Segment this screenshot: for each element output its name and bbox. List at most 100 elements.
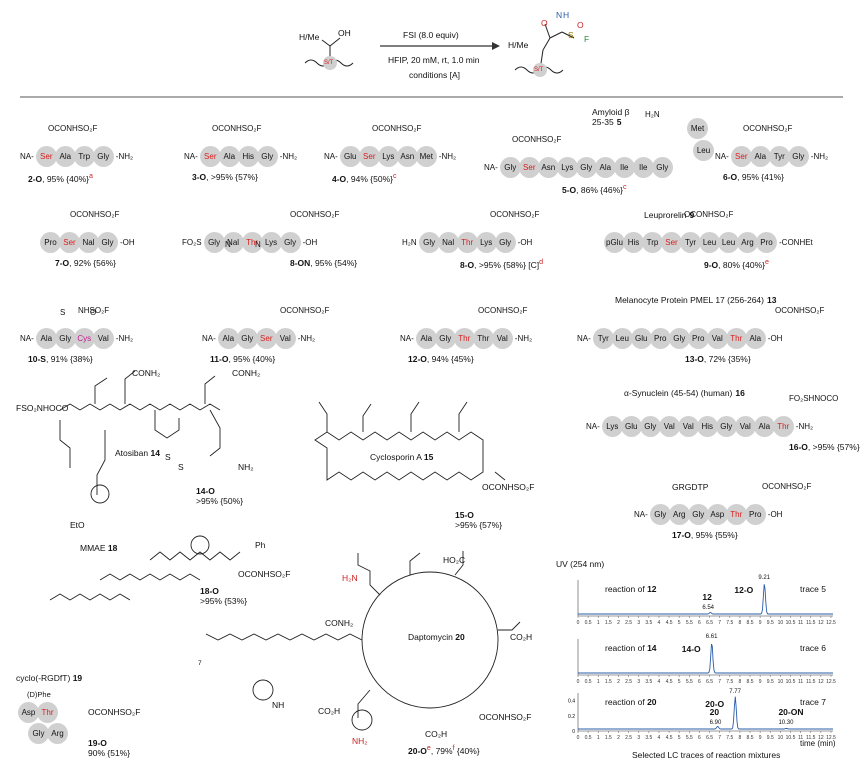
aa-bead: Met (415, 146, 437, 167)
atosiban-label-fso2: FSO₂NHOCO (16, 403, 69, 413)
side-chain-label: OCONHSO₂F (372, 124, 422, 133)
n-cap: NA- (715, 152, 729, 161)
side-chain-label: OCONHSO₂F (512, 135, 562, 144)
footnote: a (88, 172, 93, 180)
lc-xtick-label: 4.5 (666, 735, 673, 741)
side-chain-label: OCONHSO₂F (775, 306, 825, 315)
aa-bead: Pro (649, 328, 671, 349)
aa-bead: Thr (37, 702, 58, 723)
compound-id: 4-O (332, 173, 347, 184)
cyclo-name: cyclo(-RGDfT) 19 (16, 673, 83, 683)
product (514, 23, 575, 74)
lc-trace-id: trace 5 (800, 584, 826, 594)
start-residue-ball (323, 56, 337, 70)
dapto-result: 20-Oe, 79%f {40%} (408, 744, 480, 756)
aa-bead: Gly (649, 504, 671, 525)
title-text: α-Synuclein (45-54) (human) (624, 388, 733, 398)
lc-xtick-label: 12.5 (826, 679, 836, 685)
yield: , 95% {41%} (737, 172, 784, 182)
product-atom-s: S (568, 30, 574, 40)
compound-id: 13-O (685, 354, 704, 364)
lc-xtick-label: 4.5 (666, 620, 673, 626)
lc-xtick-label: 10.5 (786, 679, 796, 685)
lc-trace-label: reaction of 14 (605, 643, 657, 653)
aa-bead: Lys (475, 232, 497, 253)
n-cap: NA- (202, 334, 216, 343)
aa-bead: Gly (236, 328, 258, 349)
aa-bead: Gly (787, 146, 809, 167)
aa-bead: Ala (217, 328, 239, 349)
result-label: 2-O, 95% {40%}a (28, 172, 93, 184)
title-number: 13 (767, 295, 777, 305)
compound-id: 9-O (704, 259, 719, 270)
aa-bead: Lys (260, 232, 282, 253)
result-label: 16-O, >95% {57%} (789, 442, 860, 452)
aa-bead: Pro (687, 328, 709, 349)
result-label: 7-O, 92% {56%} (55, 258, 116, 268)
aa-bead: His (237, 146, 259, 167)
c-terminus: -OH (767, 334, 783, 343)
side-chain-label: OCONHSO₂F (478, 306, 528, 315)
lc-xtick-label: 7.5 (726, 620, 733, 626)
lc-xtick-label: 9.5 (767, 620, 774, 626)
atosiban-label-nh2: NH₂ (238, 462, 254, 472)
dapto-name: Daptomycin 20 (408, 632, 465, 642)
lc-xtick-label: 10.5 (786, 735, 796, 741)
cyclo-dphe: (D)Phe (27, 690, 51, 699)
yield: , 94% {50%} (346, 173, 393, 184)
result-label: 12-O, 94% {45%} (408, 354, 474, 364)
aa-bead: Lys (601, 416, 623, 437)
lc-xtick-label: 11.5 (806, 735, 816, 741)
lc-xtick-label: 5.5 (686, 679, 693, 685)
n-cap: NA- (20, 152, 34, 161)
c-terminus: -OH (517, 238, 533, 247)
lc-trace-line (578, 696, 833, 730)
side-chain-label: OCONHSO₂F (762, 482, 812, 491)
aa-bead: Gly (203, 232, 225, 253)
conditions: HFIP, 20 mM, rt, 1.0 min (388, 55, 480, 65)
yield: , >95% {58%} [C] (474, 259, 540, 270)
lc-label-num: 14 (647, 643, 657, 653)
lc-peak-time: 9.21 (758, 575, 771, 582)
aa-bead: Ala (749, 146, 771, 167)
c-terminus: -NH₂ (297, 334, 316, 343)
c-terminus: -NH₂ (514, 334, 533, 343)
side-chain-label: FO₂SHNOCO (789, 394, 839, 403)
aa-bead: His (623, 232, 644, 253)
lc-xtick-label: 2.5 (625, 620, 632, 626)
atosiban-label-s2: S (178, 462, 184, 472)
lc-xtick-label: 3.5 (645, 679, 652, 685)
lc-xtick-label: 8 (739, 620, 742, 626)
yield: , 95% {40%} (228, 354, 276, 364)
compound-id: 11-O (210, 354, 229, 364)
lc-label-num: 20 (647, 697, 657, 707)
compound-id: 12-O (408, 354, 427, 364)
aa-bead: Lys (556, 157, 578, 178)
n-cap: NA- (20, 334, 34, 343)
lc-trace-label: reaction of 12 (605, 584, 657, 594)
result-label: 4-O, 94% {50%}c (332, 172, 397, 184)
lc-xtick-label: 1 (597, 679, 600, 685)
aa-bead: Gly (499, 157, 521, 178)
aa-bead: Met (687, 118, 708, 139)
lc-xtick-label: 11 (798, 620, 803, 626)
aa-bead: Gly (279, 232, 301, 253)
lc-xtick-label: 0.5 (585, 620, 592, 626)
aa-bead: Nal (437, 232, 459, 253)
footnote: c (392, 172, 397, 180)
aa-bead: Ser (255, 328, 277, 349)
compound-id: 8-ON (290, 258, 311, 268)
cyclosporin-side: OCONHSO₂F (482, 482, 535, 492)
cyclosporin-name: Cyclosporin A 15 (370, 452, 434, 462)
dapto-label-co2h-c: CO₂H (425, 729, 448, 739)
lc-xtick-label: 10 (778, 620, 784, 626)
lc-xtick-label: 11 (798, 679, 803, 685)
lc-peak-time: 10.30 (778, 720, 794, 726)
